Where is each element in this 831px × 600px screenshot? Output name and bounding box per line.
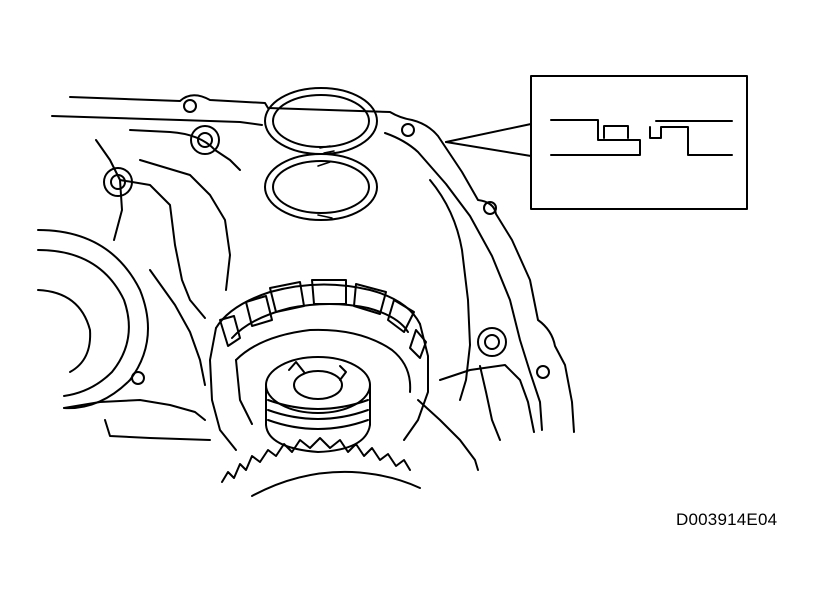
housing-right-rib xyxy=(429,179,471,401)
drum-spline xyxy=(219,315,241,347)
bolt-hole xyxy=(536,365,550,379)
drum-spline xyxy=(387,299,415,333)
hub-groove xyxy=(267,409,369,420)
clutch-drum xyxy=(209,279,429,451)
case-housing xyxy=(51,94,575,471)
bolt-hole xyxy=(477,327,507,357)
housing-outer-flange xyxy=(69,94,575,433)
housing-left-wall xyxy=(95,139,206,319)
ring-joint-left-profile xyxy=(550,119,641,156)
left-bore xyxy=(37,229,149,410)
seal-ring-upper xyxy=(264,87,378,155)
gear-teeth xyxy=(221,437,411,483)
hub-sleeve xyxy=(265,384,371,453)
drum-spline xyxy=(311,279,347,305)
ring-gear xyxy=(221,437,421,497)
drum-spline xyxy=(409,329,427,359)
drum-spline xyxy=(353,283,387,315)
housing-inner-flange xyxy=(51,115,543,431)
ring-joint-right-profile xyxy=(649,126,733,156)
seal-ring-lower xyxy=(264,153,378,221)
bolt-hole xyxy=(401,123,415,137)
hub-groove xyxy=(267,399,369,410)
bolt-hole xyxy=(190,125,220,155)
figure-code-label: D003914E04 xyxy=(676,510,778,529)
ring-joint-left-step xyxy=(603,125,629,139)
housing-lower-right-web xyxy=(479,365,501,441)
bolt-hole xyxy=(103,167,133,197)
bolt-holes xyxy=(103,99,550,385)
leader-line xyxy=(445,141,532,157)
bolt-hole xyxy=(483,201,497,215)
seal-rings xyxy=(264,87,378,221)
housing-bottom-right xyxy=(417,364,535,471)
bolt-hole xyxy=(183,99,197,113)
gear-root xyxy=(251,470,421,497)
leader-line xyxy=(445,123,532,143)
drum-body-left xyxy=(209,327,237,451)
hub-groove xyxy=(267,419,369,430)
drum-spline xyxy=(245,295,273,327)
drum-spline xyxy=(269,281,305,313)
housing-rib-c xyxy=(149,269,206,386)
detail-box xyxy=(530,75,748,210)
housing-rib-a xyxy=(129,129,241,171)
housing-rib-b xyxy=(139,159,231,291)
shaft-hub xyxy=(265,356,371,453)
callout xyxy=(445,75,748,210)
